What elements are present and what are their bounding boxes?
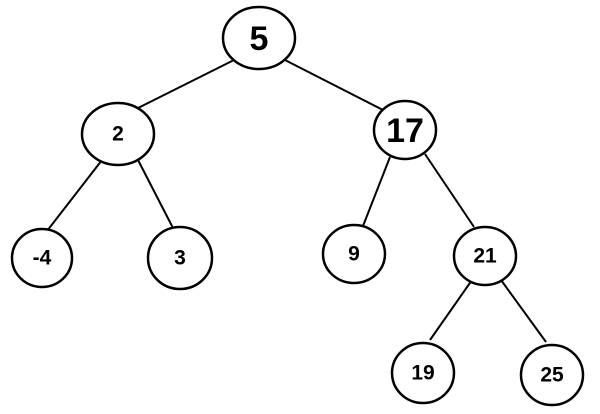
tree-node-5: 5 (221, 5, 297, 71)
edge-5-2 (131, 57, 239, 112)
tree-node-21: 21 (452, 225, 518, 287)
node-label-2: 2 (112, 123, 124, 146)
node-label-3: 3 (174, 247, 186, 270)
tree-node-17: 17 (372, 99, 438, 161)
tree-node-2: 2 (80, 101, 156, 167)
edge-17-21 (424, 153, 475, 228)
tree-node-3: 3 (146, 225, 214, 291)
tree-node-m4: -4 (10, 227, 74, 289)
node-label-5: 5 (250, 20, 269, 58)
edge-21-25 (500, 279, 547, 343)
node-label-9: 9 (348, 243, 360, 266)
tree-nodes: 5 2 17 -4 3 9 21 19 (10, 5, 585, 407)
tree-node-19: 19 (390, 341, 456, 405)
node-label-m4: -4 (33, 247, 52, 270)
tree-node-25: 25 (519, 343, 585, 407)
edge-2-3 (137, 159, 174, 229)
edge-17-9 (362, 156, 391, 227)
node-label-21: 21 (473, 245, 497, 268)
tree-edges (46, 57, 547, 343)
edge-5-17 (280, 57, 384, 111)
edge-2-m4 (46, 159, 103, 232)
node-label-19: 19 (411, 362, 434, 385)
edge-21-19 (429, 279, 473, 341)
node-label-25: 25 (540, 364, 564, 387)
node-label-17: 17 (386, 112, 424, 150)
tree-node-9: 9 (321, 223, 387, 285)
